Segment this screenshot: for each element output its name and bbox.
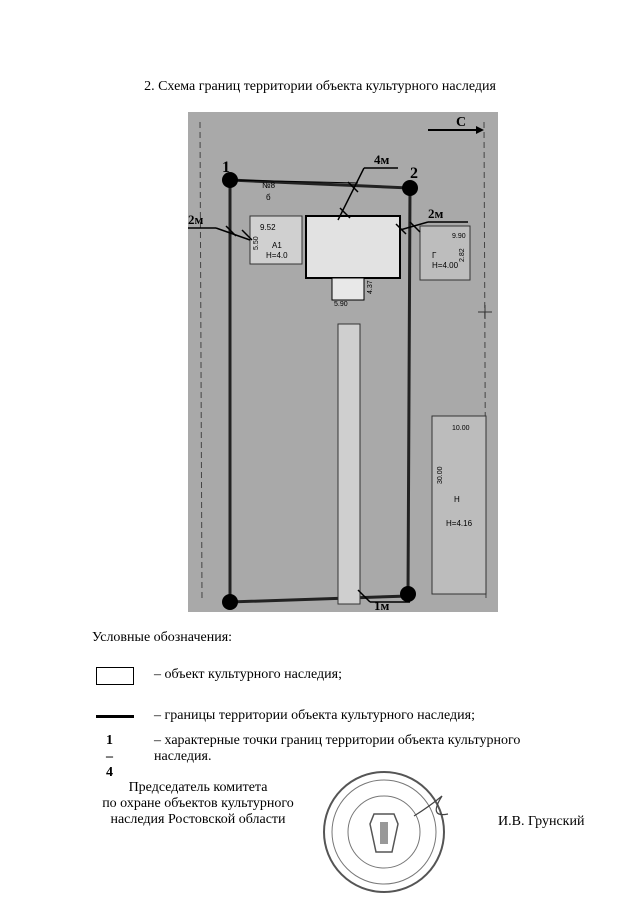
signatory-position: Председатель комитета по охране объектов… — [102, 780, 294, 827]
svg-text:2: 2 — [410, 165, 418, 182]
legend-points-text: – характерные точки границ территории об… — [154, 733, 521, 764]
boundary-point-1 — [222, 172, 238, 188]
boundary-point-2 — [402, 180, 418, 196]
svg-text:4.37: 4.37 — [367, 280, 374, 294]
svg-text:5.90: 5.90 — [334, 301, 348, 308]
svg-text:А1: А1 — [272, 241, 282, 250]
svg-text:4м: 4м — [374, 152, 390, 167]
svg-text:№8: №8 — [262, 181, 276, 190]
svg-text:1м: 1м — [374, 598, 390, 612]
svg-text:30.00: 30.00 — [437, 466, 444, 484]
handwritten-signature-mark — [413, 795, 449, 817]
svg-text:2м: 2м — [428, 206, 444, 221]
north-label: С — [456, 115, 466, 130]
svg-text:б: б — [266, 193, 271, 202]
legend-title: Условные обозначения: — [92, 630, 233, 645]
svg-text:2м: 2м — [188, 212, 204, 227]
building-a1 — [249, 215, 303, 265]
building-n — [431, 415, 487, 595]
passage — [337, 323, 361, 605]
official-seal-stamp — [323, 771, 449, 893]
parcel-line-left — [199, 121, 203, 603]
legend-boundary-text: – границы территории объекта культурного… — [154, 708, 475, 723]
legend-points-symbol: 1 – 4 — [106, 733, 113, 780]
svg-text:Н=4.16: Н=4.16 — [446, 519, 473, 528]
svg-text:Н: Н — [454, 495, 460, 504]
page-title: 2. Схема границ территории объекта культ… — [144, 79, 496, 94]
svg-text:10.00: 10.00 — [452, 425, 470, 432]
svg-text:9.52: 9.52 — [260, 223, 276, 232]
signatory-name: И.В. Грунский — [498, 814, 585, 829]
legend-line-icon — [96, 715, 134, 718]
legend-object-text: – объект культурного наследия; — [154, 667, 342, 682]
svg-text:9.90: 9.90 — [452, 233, 466, 240]
svg-text:5.50: 5.50 — [253, 236, 260, 250]
svg-text:Н=4.0: Н=4.0 — [266, 251, 288, 260]
svg-text:2.82: 2.82 — [459, 248, 466, 262]
annex — [331, 277, 365, 301]
building-g — [419, 225, 471, 281]
legend-box-icon — [96, 667, 134, 685]
heritage-object — [305, 215, 401, 279]
boundary-scheme-map: С 9.52 А1 Н=4.0 5.50 5.90 4.37 9.90 Г Н=… — [188, 112, 498, 612]
boundary-point-4 — [400, 586, 416, 602]
svg-text:1: 1 — [222, 159, 230, 176]
svg-text:Г: Г — [432, 251, 437, 260]
boundary-point-3 — [222, 594, 238, 610]
svg-text:Н=4.00: Н=4.00 — [432, 261, 459, 270]
coat-of-arms-icon — [369, 813, 399, 853]
